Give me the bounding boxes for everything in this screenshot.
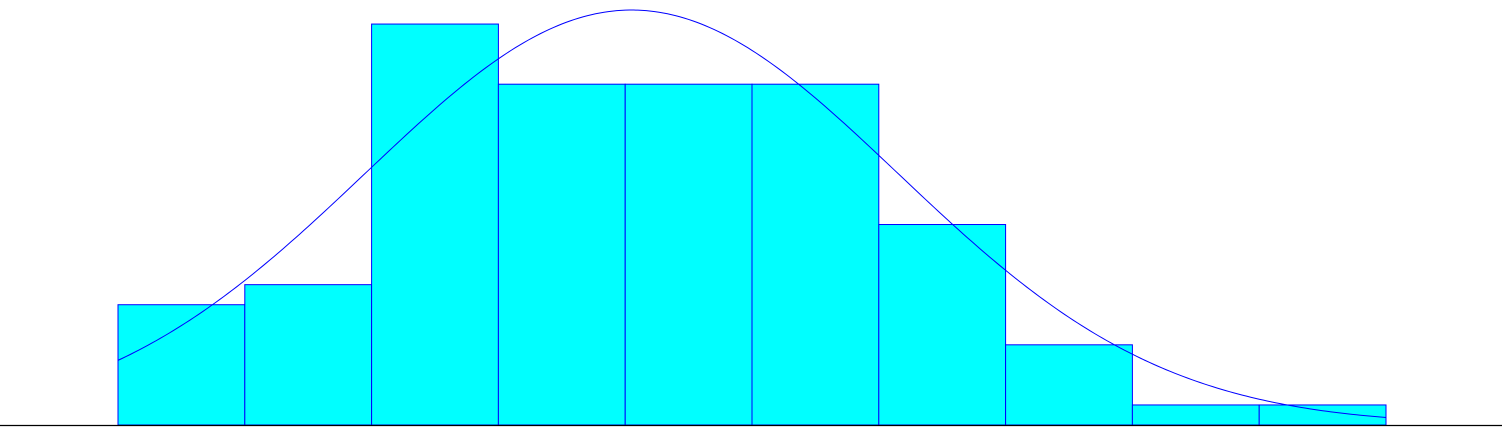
histogram-bar [371,23,499,426]
histogram-bar [497,83,626,426]
bars-group [117,23,1387,426]
histogram-bar [1005,344,1133,426]
histogram-bar [1258,404,1387,426]
histogram-bar [624,83,753,426]
histogram-bar [117,304,246,426]
histogram-bar [244,284,373,426]
histogram-bar [878,224,1007,426]
histogram-bar [751,83,880,426]
histogram-bar [1131,404,1260,426]
normal-curve [117,9,1387,418]
